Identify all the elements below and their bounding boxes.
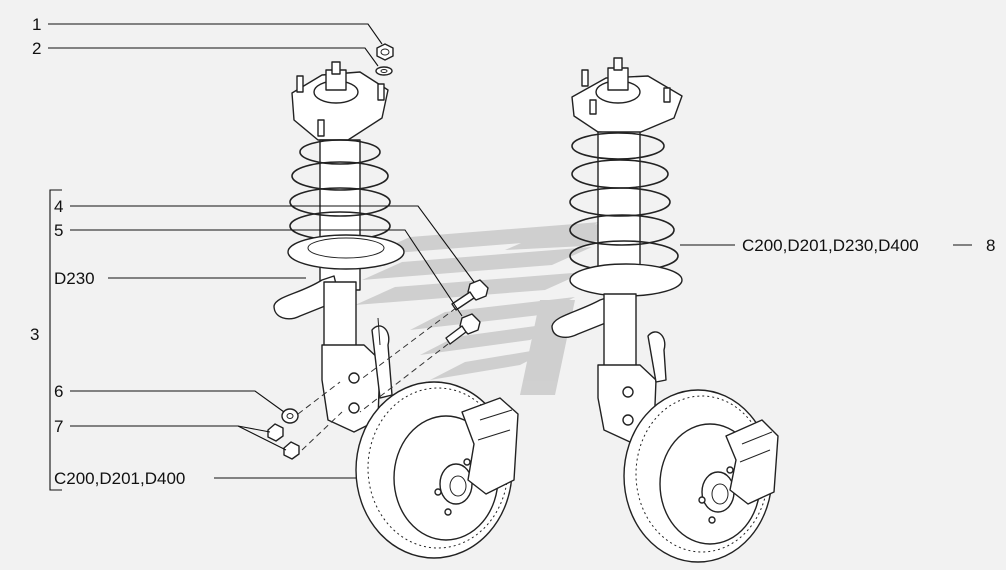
top-nut [376, 43, 394, 61]
right-strut-tube [603, 293, 637, 367]
washer-6 [281, 408, 299, 424]
left-top-mount [291, 61, 389, 141]
bolt-5 [445, 313, 481, 345]
right-strut-assembly [551, 57, 779, 563]
variant-d230-label: D230 [52, 269, 97, 288]
callout-8: 8 [984, 236, 998, 255]
callout-5: 5 [52, 221, 66, 240]
callout-3: 3 [28, 325, 42, 344]
left-strut-assembly [267, 43, 519, 559]
right-coil-spring [569, 132, 683, 297]
nut-7b [283, 441, 300, 460]
bolt-4 [451, 279, 489, 311]
callout-4: 4 [52, 197, 66, 216]
top-washer [375, 66, 393, 76]
right-top-mount [571, 57, 683, 135]
left-coil-spring [287, 139, 405, 270]
variant-right-label: C200,D201,D230,D400 [740, 236, 921, 255]
right-brake-caliper [725, 419, 779, 505]
callout-7: 7 [52, 417, 66, 436]
leader-lines [48, 23, 972, 491]
variant-left-label: C200,D201,D400 [52, 469, 188, 488]
left-brake-caliper [461, 397, 519, 495]
callout-6: 6 [52, 382, 66, 401]
left-strut-tube [323, 281, 357, 353]
callout-2: 2 [30, 39, 44, 58]
nut-7a [267, 423, 284, 442]
callout-1: 1 [30, 15, 44, 34]
